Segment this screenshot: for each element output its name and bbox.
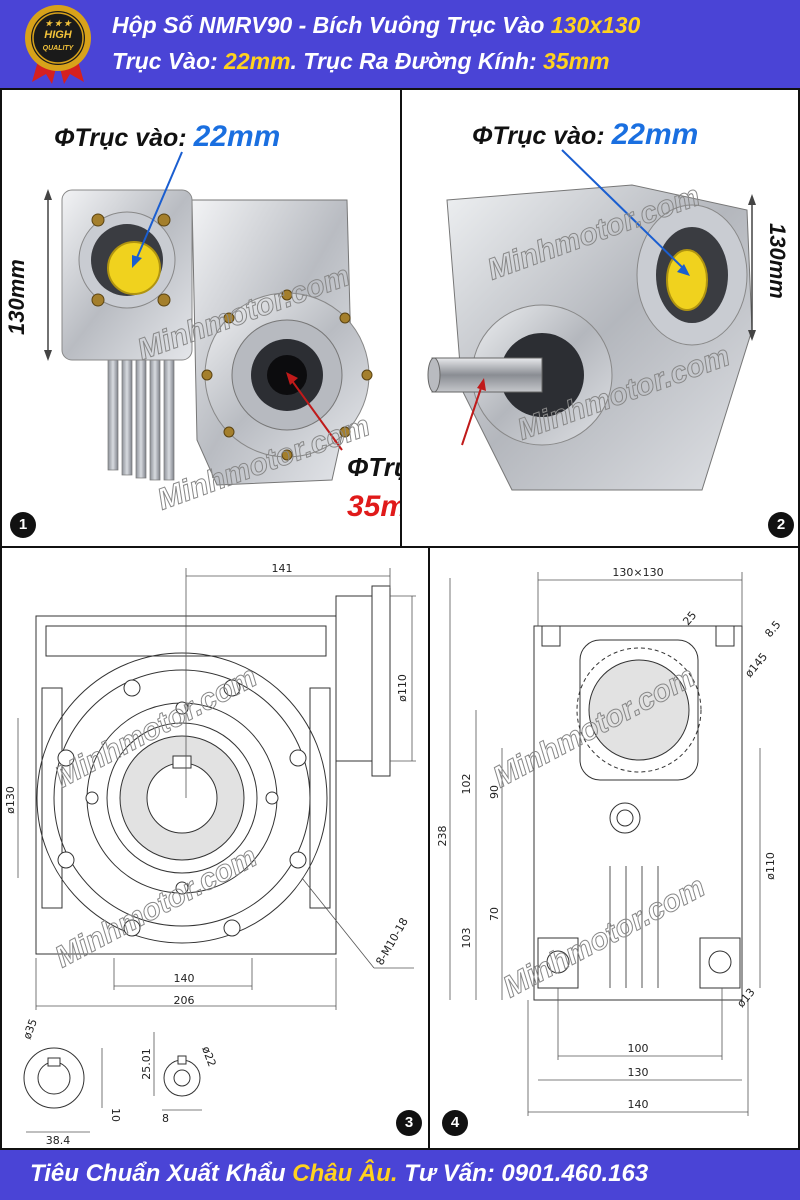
svg-text:38.4: 38.4 — [46, 1134, 71, 1147]
input-shaft-label: ΦTrục vào: 22mm — [54, 120, 281, 153]
gearbox-photo-side: Minhmotor.com Minhmotor.com — [427, 149, 756, 491]
footer-banner: Tiêu Chuẩn Xuất Khẩu Châu Âu. Tư Vấn: 09… — [0, 1150, 800, 1200]
panel-number-badge: 2 — [768, 512, 794, 538]
output-shaft-label: ΦTrục ra: — [347, 452, 400, 482]
svg-text:ø13: ø13 — [734, 986, 757, 1010]
panel-drawing-front: Minhmotor.com Minhmotor.com 141 ø110 ø13… — [0, 546, 430, 1150]
svg-text:HIGH: HIGH — [44, 29, 73, 41]
svg-text:Minhmotor.com: Minhmotor.com — [498, 870, 711, 1004]
svg-text:ø145: ø145 — [742, 650, 770, 680]
svg-text:8-M10-18: 8-M10-18 — [373, 916, 410, 968]
svg-text:100: 100 — [628, 1042, 649, 1055]
output-shaft-value: 35mm — [347, 490, 400, 523]
svg-text:25.01: 25.01 — [140, 1048, 153, 1080]
svg-text:★ ★ ★: ★ ★ ★ — [45, 19, 73, 28]
panel-number-badge: 3 — [396, 1110, 422, 1136]
gearbox-photo-front: Minhmotor.com Minhmotor.com — [44, 151, 375, 517]
svg-text:140: 140 — [174, 972, 195, 985]
height-label: 130mm — [765, 223, 790, 299]
header-line-1: Hộp Số NMRV90 - Bích Vuông Trục Vào 130x… — [112, 12, 641, 38]
panel-drawing-side: Minhmotor.com Minhmotor.com 130×130 25 8… — [428, 546, 800, 1150]
header-line-2: Trục Vào: 22mm. Trục Ra Đường Kính: 35mm — [112, 48, 610, 74]
svg-text:206: 206 — [174, 994, 195, 1007]
svg-text:70: 70 — [488, 907, 501, 921]
drawing-front-view: Minhmotor.com Minhmotor.com 141 ø110 ø13… — [4, 562, 416, 1147]
height-label: 130mm — [4, 259, 29, 335]
svg-text:QUALITY: QUALITY — [43, 45, 75, 52]
svg-text:8: 8 — [162, 1112, 169, 1125]
input-shaft-label: ΦTrục vào: 22mm — [472, 118, 699, 151]
svg-text:140: 140 — [628, 1098, 649, 1111]
panel-photo-side: Minhmotor.com Minhmotor.com ΦTrục vào: 2… — [400, 88, 800, 548]
svg-text:90: 90 — [488, 785, 501, 799]
high-quality-badge-icon: HIGH QUALITY ★ ★ ★ — [25, 5, 91, 84]
svg-text:8.5: 8.5 — [762, 618, 783, 640]
panel-number-badge: 1 — [10, 512, 36, 538]
drawing-side-view: Minhmotor.com Minhmotor.com 130×130 25 8… — [436, 566, 784, 1116]
panel-number-badge: 4 — [442, 1110, 468, 1136]
svg-text:103: 103 — [460, 928, 473, 949]
svg-text:ø35: ø35 — [21, 1017, 40, 1041]
svg-text:10: 10 — [109, 1108, 122, 1122]
svg-text:ø130: ø130 — [4, 786, 17, 814]
footer-text: Tiêu Chuẩn Xuất Khẩu Châu Âu. Tư Vấn: 09… — [30, 1160, 649, 1187]
svg-text:238: 238 — [436, 826, 449, 847]
svg-text:ø110: ø110 — [396, 674, 409, 702]
svg-text:130: 130 — [628, 1066, 649, 1079]
svg-text:141: 141 — [272, 562, 293, 575]
svg-text:25: 25 — [680, 609, 699, 628]
svg-text:130×130: 130×130 — [612, 566, 663, 579]
svg-text:ø22: ø22 — [199, 1045, 218, 1069]
svg-text:ø110: ø110 — [764, 852, 777, 880]
header-banner: HIGH QUALITY ★ ★ ★ Hộp Số NMRV90 - Bích … — [0, 0, 800, 88]
panel-photo-front: Minhmotor.com Minhmotor.com ΦTrục vào: 2… — [0, 88, 402, 548]
svg-text:102: 102 — [460, 774, 473, 795]
